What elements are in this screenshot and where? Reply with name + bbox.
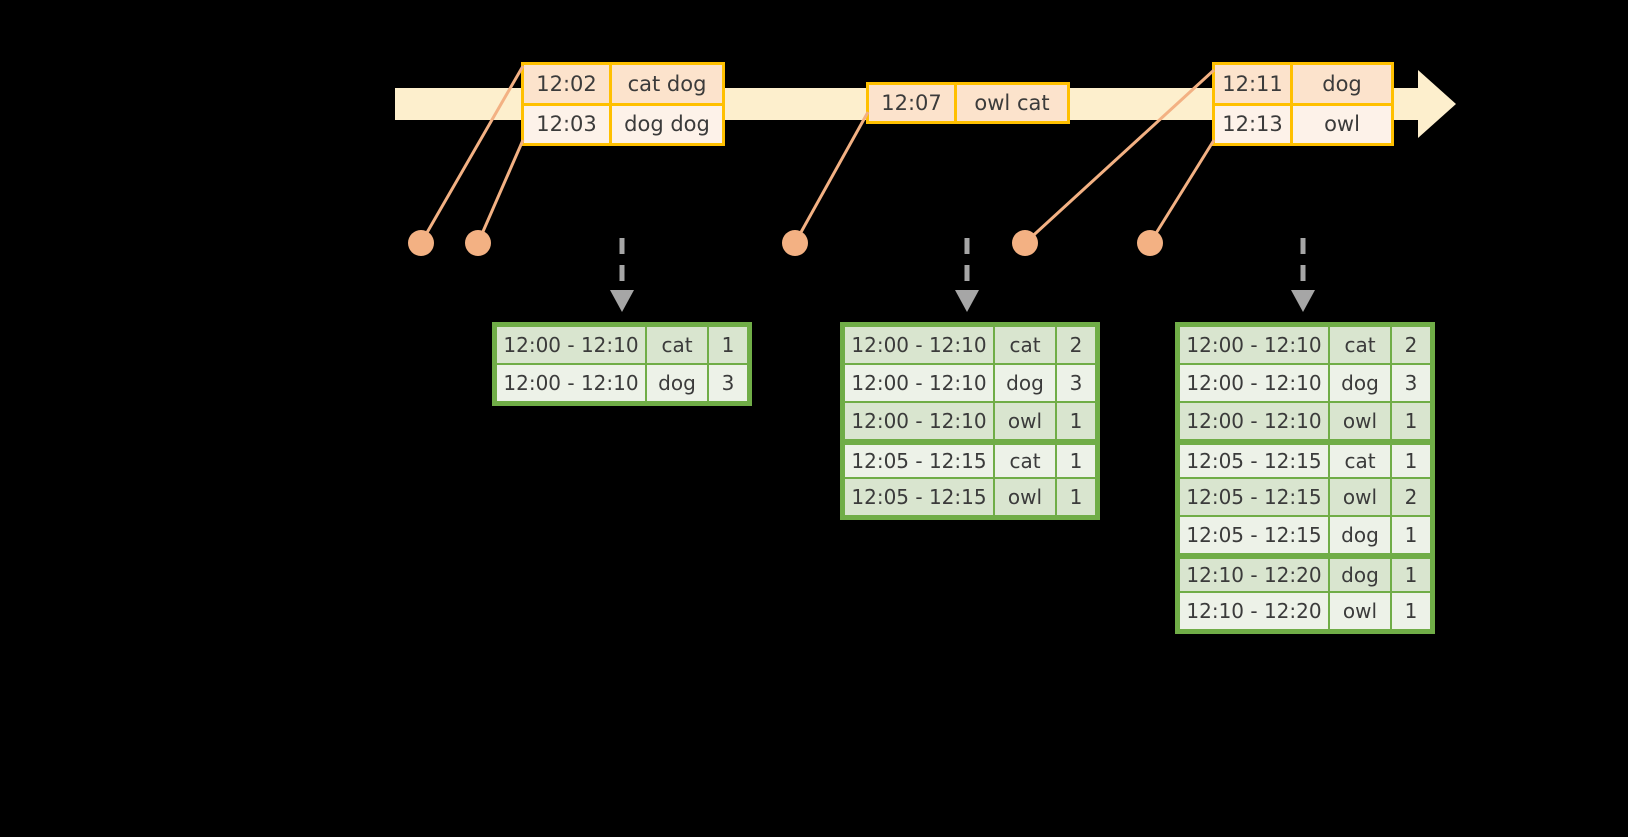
event-text: owl: [1324, 112, 1360, 137]
event-time: 12:13: [1215, 105, 1293, 143]
event-group-1[interactable]: 12:02 cat dog 12:03 dog dog: [521, 62, 725, 146]
cell-word: dog: [994, 364, 1056, 402]
event-time: 12:11: [1215, 65, 1293, 103]
cell-count: 1: [1056, 478, 1096, 516]
cell-count: 1: [1391, 402, 1431, 440]
cell-count: 1: [1056, 444, 1096, 478]
cell-time-range: 12:00 - 12:10: [844, 402, 994, 440]
cell-time-range: 12:10 - 12:20: [1179, 592, 1329, 630]
event-time: 12:02: [524, 65, 612, 103]
cell-time-range: 12:05 - 12:15: [844, 444, 994, 478]
event-time: 12:03: [524, 105, 612, 143]
event-text: owl cat: [974, 91, 1050, 115]
cell-word: owl: [994, 402, 1056, 440]
cell-word: dog: [646, 364, 708, 402]
cell-time-range: 12:05 - 12:15: [1179, 516, 1329, 554]
cell-count: 3: [1056, 364, 1096, 402]
marker-dot-12-03[interactable]: [465, 230, 491, 256]
cell-count: 1: [1391, 444, 1431, 478]
cell-count: 1: [1056, 402, 1096, 440]
cell-word: dog: [1329, 364, 1391, 402]
cell-time-range: 12:00 - 12:10: [496, 326, 646, 364]
marker-dot-12-13[interactable]: [1137, 230, 1163, 256]
cell-word: owl: [1329, 402, 1391, 440]
event-row[interactable]: 12:11 dog: [1215, 65, 1391, 103]
cell-count: 3: [708, 364, 748, 402]
cell-time-range: 12:00 - 12:10: [1179, 326, 1329, 364]
cell-word: owl: [994, 478, 1056, 516]
event-text: dog: [1322, 71, 1362, 96]
cell-time-range: 12:00 - 12:10: [1179, 364, 1329, 402]
marker-dot-12-07[interactable]: [782, 230, 808, 256]
marker-dot-12-02[interactable]: [408, 230, 434, 256]
cell-time-range: 12:05 - 12:15: [844, 478, 994, 516]
cell-word: cat: [994, 326, 1056, 364]
cell-word: owl: [1329, 478, 1391, 516]
event-group-3[interactable]: 12:11 dog 12:13 owl: [1212, 62, 1394, 146]
cell-word: dog: [1329, 558, 1391, 592]
cell-word: cat: [1329, 444, 1391, 478]
cell-word: owl: [1329, 592, 1391, 630]
event-row[interactable]: 12:02 cat dog: [524, 65, 722, 103]
cell-word: cat: [994, 444, 1056, 478]
marker-leader-lines: [419, 65, 1216, 245]
cell-time-range: 12:05 - 12:15: [1179, 478, 1329, 516]
cell-count: 3: [1391, 364, 1431, 402]
cell-count: 2: [1056, 326, 1096, 364]
marker-dot-12-11[interactable]: [1012, 230, 1038, 256]
dashed-arrow-1: [610, 238, 634, 312]
cell-count: 1: [1391, 592, 1431, 630]
event-row[interactable]: 12:03 dog dog: [524, 102, 722, 143]
event-row[interactable]: 12:07 owl cat: [869, 85, 1067, 121]
event-group-2[interactable]: 12:07 owl cat: [866, 82, 1070, 124]
cell-count: 2: [1391, 478, 1431, 516]
cell-count: 1: [1391, 516, 1431, 554]
event-text: dog dog: [624, 112, 710, 137]
cell-time-range: 12:00 - 12:10: [1179, 402, 1329, 440]
cell-time-range: 12:10 - 12:20: [1179, 558, 1329, 592]
dashed-arrow-2: [955, 238, 979, 312]
cell-time-range: 12:00 - 12:10: [496, 364, 646, 402]
event-row[interactable]: 12:13 owl: [1215, 102, 1391, 143]
dashed-arrow-3: [1291, 238, 1315, 312]
cell-count: 2: [1391, 326, 1431, 364]
cell-time-range: 12:00 - 12:10: [844, 364, 994, 402]
cell-time-range: 12:05 - 12:15: [1179, 444, 1329, 478]
timeline-arrow-head: [1418, 70, 1456, 138]
cell-count: 1: [1391, 558, 1431, 592]
cell-count: 1: [708, 326, 748, 364]
cell-word: cat: [646, 326, 708, 364]
event-text: cat dog: [627, 71, 707, 96]
event-time: 12:07: [869, 85, 957, 121]
cell-time-range: 12:00 - 12:10: [844, 326, 994, 364]
cell-word: cat: [1329, 326, 1391, 364]
cell-word: dog: [1329, 516, 1391, 554]
